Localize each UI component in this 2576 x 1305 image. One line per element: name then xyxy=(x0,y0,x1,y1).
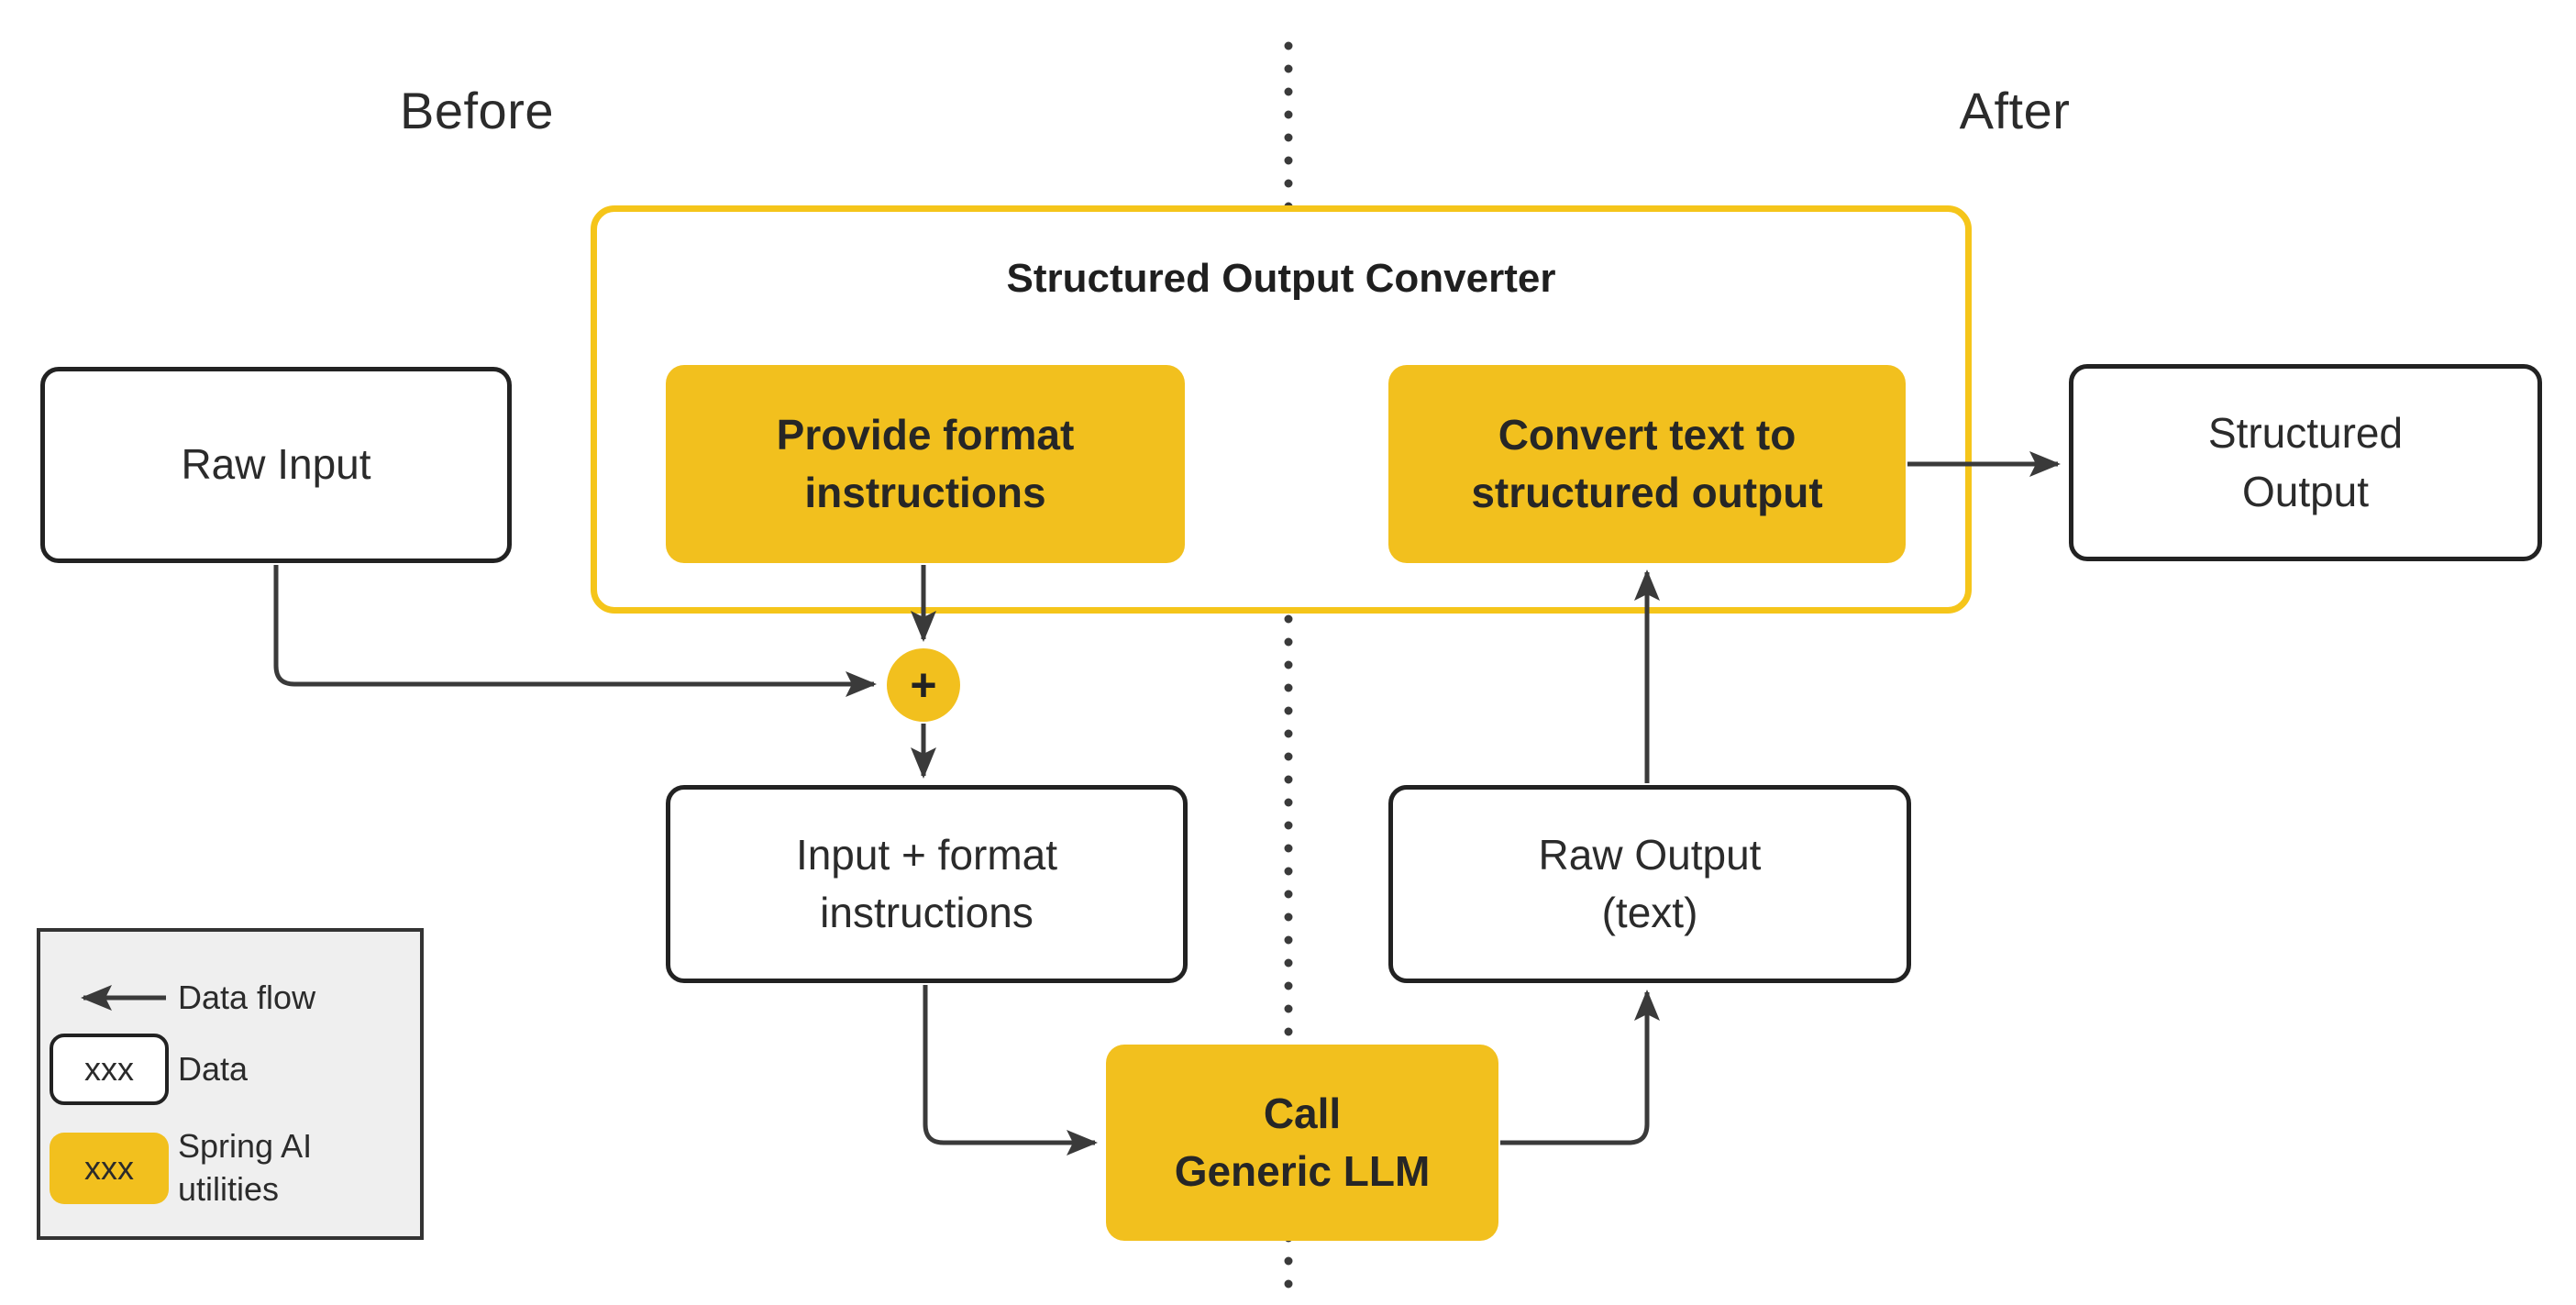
utility-node-sample-icon: xxx xyxy=(50,1133,169,1204)
node-label-line: Input + format xyxy=(795,830,1058,879)
connector-call-llm-to-raw-output xyxy=(1500,990,1660,1145)
legend-box: Data flow xxx Data xxx Spring AI utiliti… xyxy=(37,928,424,1240)
raw-output-text-node: Raw Output (text) xyxy=(1388,785,1911,983)
node-label-line: Generic LLM xyxy=(1174,1147,1431,1195)
plus-icon: + xyxy=(910,659,937,711)
node-label-line: Call xyxy=(1263,1089,1342,1137)
node-label-line: instructions xyxy=(804,469,1046,516)
legend-data-flow-label: Data flow xyxy=(178,978,316,1016)
input-plus-format-instructions-node: Input + format instructions xyxy=(666,785,1188,983)
node-label-line: structured output xyxy=(1471,469,1823,516)
node-label-line: Output xyxy=(2241,467,2370,515)
after-label: After xyxy=(1959,82,2071,139)
node-label-line: Convert text to xyxy=(1498,410,1797,459)
convert-text-node: Convert text to structured output xyxy=(1388,365,1906,563)
connector-input-format-to-call-llm xyxy=(923,985,1098,1156)
node-label-line: (text) xyxy=(1601,889,1698,936)
connector-raw-input-to-merge xyxy=(273,565,877,697)
converter-title: Structured Output Converter xyxy=(1006,256,1556,301)
legend-row-spring-ai-utilities: xxx Spring AI utilities xyxy=(40,1127,361,1208)
data-node-sample-icon: xxx xyxy=(50,1034,169,1105)
node-label-line: Provide format xyxy=(776,410,1075,459)
sample-text: xxx xyxy=(84,1149,134,1187)
sample-text: xxx xyxy=(84,1050,134,1088)
node-label-line: instructions xyxy=(820,889,1034,936)
legend-utilities-label: Spring AI utilities xyxy=(178,1127,313,1208)
node-label-line: Raw Output xyxy=(1538,830,1762,879)
merge-plus-node: + xyxy=(887,648,960,722)
legend-row-data: xxx Data xyxy=(40,1033,248,1106)
node-label-line: Structured xyxy=(2207,409,2404,458)
left-arrow-icon xyxy=(81,985,166,1011)
legend-data-label: Data xyxy=(178,1049,249,1088)
provide-format-instructions-node: Provide format instructions xyxy=(666,365,1185,563)
call-generic-llm-node: Call Generic LLM xyxy=(1106,1045,1498,1241)
node-label-line: Raw Input xyxy=(181,440,371,489)
before-label: Before xyxy=(400,82,554,139)
structured-output-node: Structured Output xyxy=(2069,364,2542,561)
legend-row-data-flow: Data flow xyxy=(40,976,315,1020)
raw-input-node: Raw Input xyxy=(40,367,512,563)
